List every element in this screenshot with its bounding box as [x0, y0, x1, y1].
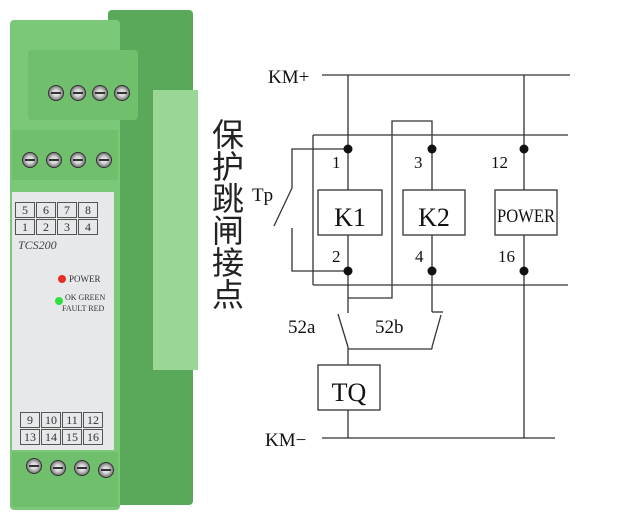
terminal-dot — [427, 266, 437, 276]
tp-switch — [273, 187, 293, 227]
terminal-label: 2 — [36, 219, 56, 235]
pin-12: 12 — [491, 153, 508, 172]
pin-3: 3 — [414, 153, 423, 172]
fault-led-label: FAULT RED — [62, 304, 105, 313]
terminal-label: 10 — [41, 412, 61, 428]
terminal-label: 11 — [62, 412, 82, 428]
terminal-label: 6 — [36, 202, 56, 218]
power-led — [58, 275, 66, 283]
terminal-label: 1 — [15, 219, 35, 235]
terminal-dot — [519, 144, 529, 154]
terminal-dot — [343, 266, 353, 276]
k1-label: K1 — [334, 203, 366, 232]
tp-label: Tp — [252, 185, 273, 206]
pin-2: 2 — [332, 247, 341, 266]
pin-4: 4 — [415, 247, 424, 266]
km-minus-label: KM− — [265, 430, 306, 451]
switch-52a — [337, 313, 349, 348]
k1-box — [317, 189, 383, 236]
device-photo: 5 6 7 8 1 2 3 4 TCS200 POWER OK GREEN FA… — [8, 0, 198, 512]
power-label: POWER — [497, 206, 555, 227]
tq-label: TQ — [332, 378, 367, 407]
terminal-label: 12 — [83, 412, 103, 428]
ok-led — [55, 297, 63, 305]
terminal-dot — [427, 144, 437, 154]
terminal-label: 13 — [20, 429, 40, 445]
terminal-label: 5 — [15, 202, 35, 218]
km-plus-label: KM+ — [268, 67, 309, 88]
diagram-title: 保护跳闸接点 — [207, 118, 245, 310]
switch-52b-label: 52b — [375, 317, 404, 338]
device-label-panel — [12, 192, 114, 450]
tp-wire — [291, 148, 348, 188]
ok-led-label: OK GREEN — [65, 293, 106, 302]
terminal-label: 15 — [62, 429, 82, 445]
wire — [348, 120, 433, 299]
terminal-label: 14 — [41, 429, 61, 445]
switch-52a-label: 52a — [288, 317, 316, 338]
power-box — [494, 189, 558, 236]
switch-52b — [431, 314, 442, 348]
terminal-label: 8 — [78, 202, 98, 218]
terminal-dot — [519, 266, 529, 276]
power-led-label: POWER — [69, 274, 101, 284]
pin-16: 16 — [498, 247, 515, 266]
terminal-label: 9 — [20, 412, 40, 428]
terminal-label: 7 — [57, 202, 77, 218]
terminal-label: 16 — [83, 429, 103, 445]
pin-1: 1 — [332, 153, 341, 172]
k2-label: K2 — [418, 203, 450, 232]
terminal-dot — [343, 144, 353, 154]
k2-box — [402, 189, 466, 236]
terminal-label: 3 — [57, 219, 77, 235]
model-label: TCS200 — [18, 238, 57, 252]
tq-box — [317, 364, 381, 411]
tp-wire — [291, 228, 348, 272]
terminal-label: 4 — [78, 219, 98, 235]
